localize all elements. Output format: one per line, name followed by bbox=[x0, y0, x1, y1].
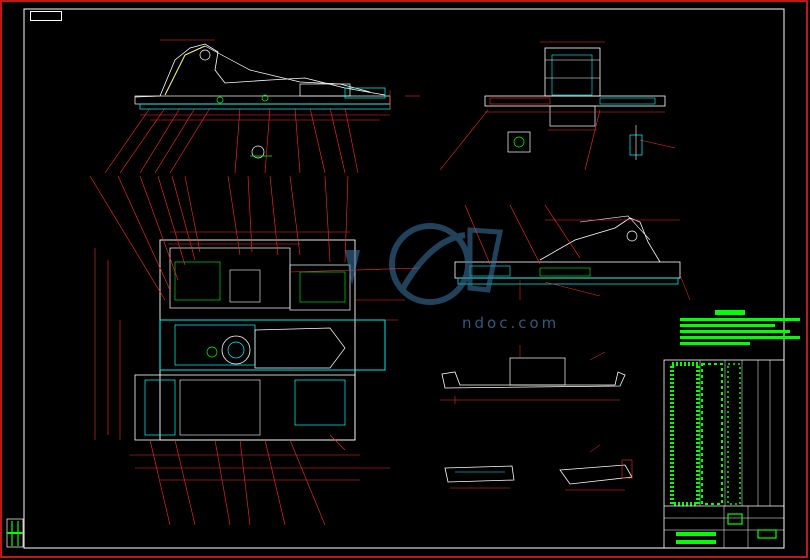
inner-frame bbox=[23, 8, 785, 549]
parts-list-and-title-block bbox=[663, 359, 785, 549]
technical-notes bbox=[680, 310, 800, 345]
section-view bbox=[440, 345, 626, 404]
plan-view bbox=[89, 175, 421, 526]
left-edge-block bbox=[6, 518, 24, 548]
watermark-text: ndoc.com bbox=[462, 314, 560, 332]
top-right-elevation bbox=[439, 41, 676, 171]
title-tag bbox=[30, 11, 62, 21]
top-left-elevation bbox=[104, 39, 420, 174]
detail-views bbox=[444, 444, 633, 491]
watermark-emblem bbox=[345, 223, 504, 305]
